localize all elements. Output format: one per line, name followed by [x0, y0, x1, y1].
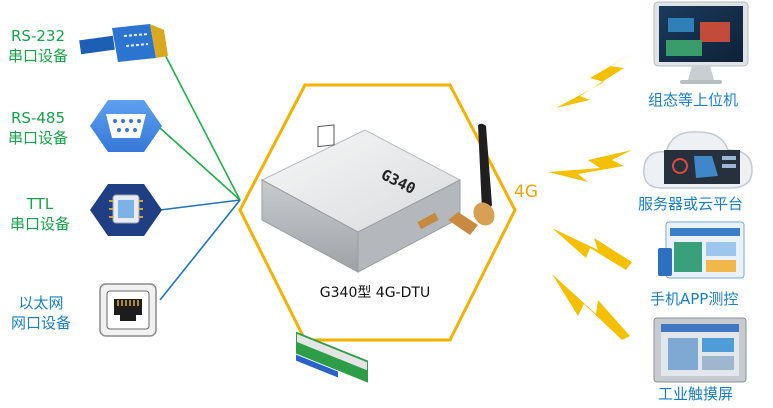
lightning-bolt-icon [552, 228, 632, 270]
connection-line-rs232 [159, 44, 241, 201]
connection-lines [159, 44, 241, 301]
ttl-label: TTL 串口设备 [2, 194, 78, 234]
ethernet-label-line2: 网口设备 [10, 314, 71, 332]
rs232-label-line2: 串口设备 [7, 47, 68, 65]
wireless-signals [548, 50, 638, 340]
antenna-icon [448, 123, 495, 235]
ethernet-label-line1: 以太网 [18, 294, 64, 312]
connection-line-ethernet [159, 199, 241, 301]
scada-label: 组态等上位机 [648, 91, 739, 109]
chip-icon [90, 184, 162, 236]
connection-line-ttl [159, 199, 241, 211]
rs232-label-line1: RS-232 [11, 27, 65, 45]
ethernet-label: 以太网 网口设备 [2, 293, 80, 333]
db9-cable-connector-icon [79, 24, 168, 62]
cloud-server-icon [643, 131, 753, 189]
lightning-bolt-icon [556, 50, 638, 108]
rs485-label-line1: RS-485 [11, 109, 65, 127]
serial-port-icon [90, 100, 162, 152]
signal-label-4g: 4G [514, 182, 538, 202]
cloud-label: 服务器或云平台 [638, 195, 744, 213]
ttl-label-line2: 串口设备 [9, 215, 70, 233]
ethernet-port-icon [99, 283, 157, 337]
dtu-device-image: G340 [260, 124, 462, 383]
rs485-label-line2: 串口设备 [7, 129, 68, 147]
rs485-label: RS-485 串口设备 [2, 108, 74, 148]
touch-panel-icon [653, 317, 747, 383]
connection-line-rs485 [159, 127, 241, 201]
rs232-label: RS-232 串口设备 [2, 26, 74, 66]
app-label: 手机APP测控 [650, 290, 739, 308]
monitor-scada-icon [653, 1, 749, 84]
product-caption: G340型 4G-DTU [319, 285, 431, 301]
touchscreen-label: 工业触摸屏 [658, 385, 734, 403]
lightning-bolt-icon [552, 274, 630, 340]
ttl-label-line1: TTL [26, 195, 54, 213]
lightning-bolt-icon [548, 150, 632, 182]
phone-app-icon [658, 221, 745, 279]
